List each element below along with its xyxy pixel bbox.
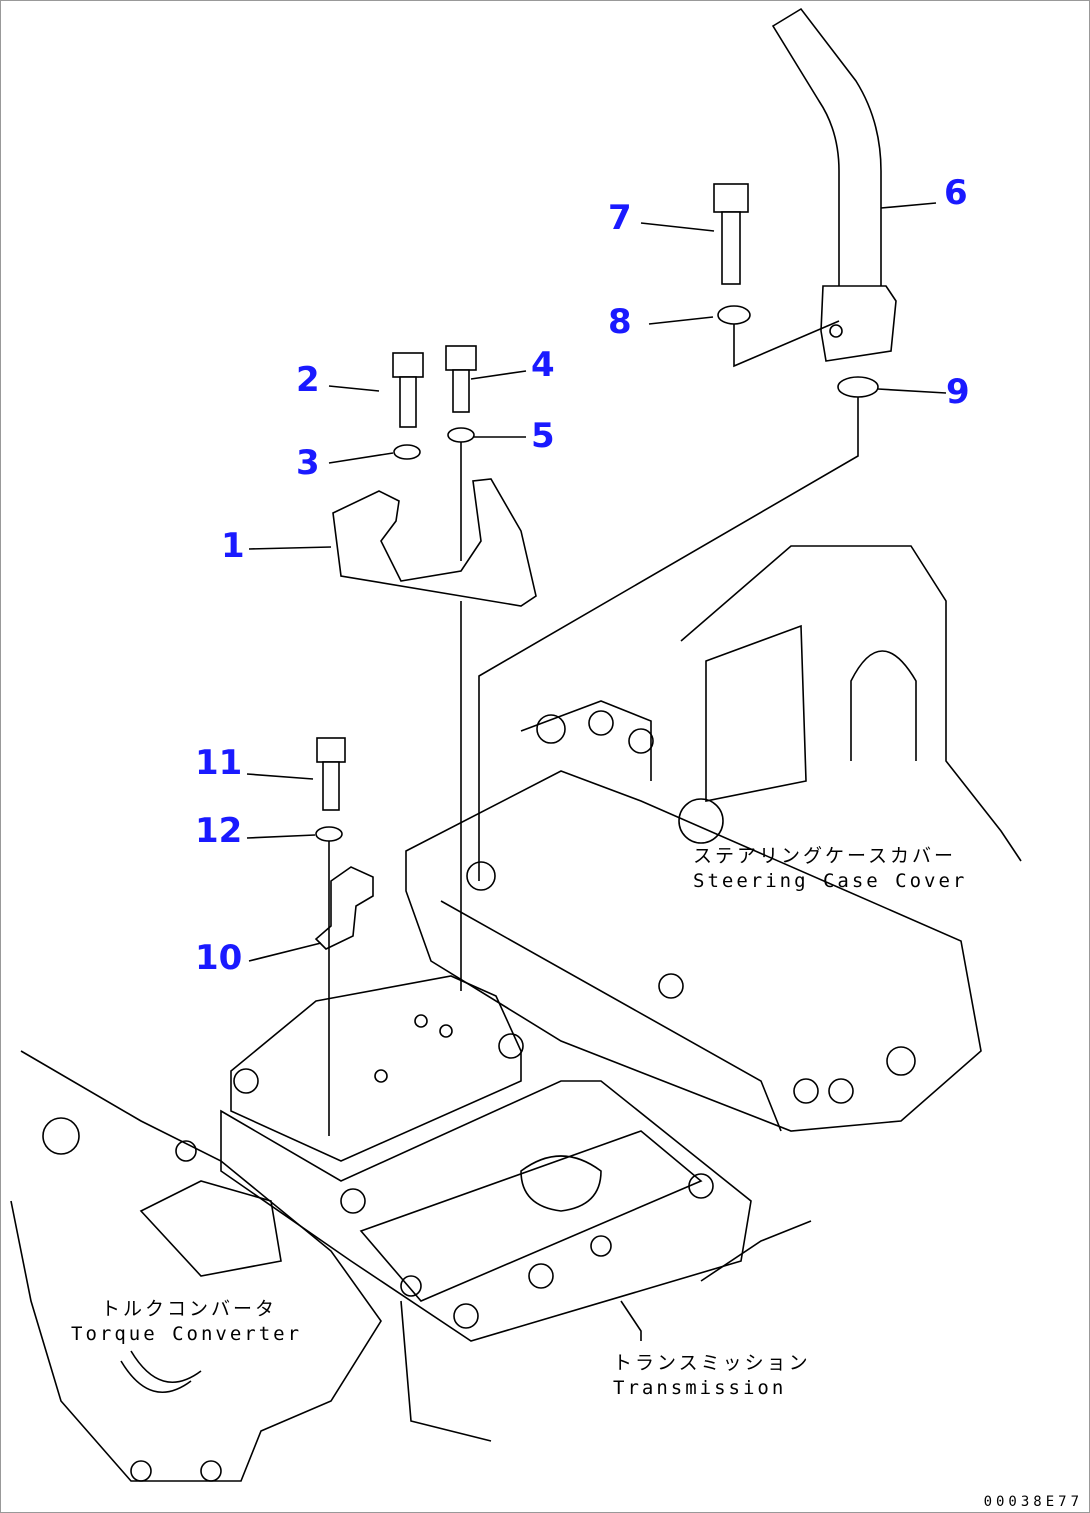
callout-6[interactable]: 6 bbox=[944, 173, 968, 213]
torque-converter-label-en: Torque Converter bbox=[71, 1322, 303, 1345]
callout-8[interactable]: 8 bbox=[608, 302, 632, 342]
torque-converter-label: トルクコンバータ Torque Converter bbox=[71, 1297, 302, 1346]
steering-case-housing bbox=[405, 545, 1022, 1132]
callout-9[interactable]: 9 bbox=[946, 372, 970, 412]
transmission-label-jp: トランスミッション bbox=[613, 1352, 811, 1374]
callout-5[interactable]: 5 bbox=[531, 416, 555, 456]
transmission-label: トランスミッション Transmission bbox=[613, 1351, 811, 1400]
bolt-part-11 bbox=[316, 737, 346, 811]
callout-2[interactable]: 2 bbox=[296, 360, 320, 400]
torque-converter-housing bbox=[10, 1050, 382, 1482]
callout-3[interactable]: 3 bbox=[296, 443, 320, 483]
transmission-label-en: Transmission bbox=[613, 1376, 787, 1399]
washer-part-3 bbox=[393, 444, 421, 460]
torque-converter-label-jp: トルクコンバータ bbox=[101, 1298, 278, 1320]
callout-7[interactable]: 7 bbox=[608, 198, 632, 238]
washer-part-12 bbox=[315, 826, 343, 842]
steering-case-cover-label-en: Steering Case Cover bbox=[693, 869, 968, 892]
washer-part-8 bbox=[717, 305, 751, 325]
bracket-part-1 bbox=[332, 478, 537, 607]
transmission-housing bbox=[220, 975, 812, 1442]
steering-case-cover-label: ステアリングケースカバー Steering Case Cover bbox=[693, 844, 967, 893]
bolt-part-2 bbox=[392, 352, 424, 428]
bolt-part-7 bbox=[713, 183, 749, 285]
o-ring-part-9 bbox=[837, 376, 879, 398]
pipe-part-6 bbox=[771, 7, 897, 362]
bolt-part-4 bbox=[445, 345, 477, 413]
leader-lines bbox=[246, 202, 947, 1136]
callout-10[interactable]: 10 bbox=[195, 938, 243, 978]
callout-4[interactable]: 4 bbox=[531, 345, 555, 385]
callout-11[interactable]: 11 bbox=[195, 743, 243, 783]
steering-case-cover-label-jp: ステアリングケースカバー bbox=[693, 845, 957, 867]
callout-12[interactable]: 12 bbox=[195, 811, 243, 851]
drawing-code: 00038E77 bbox=[983, 1494, 1083, 1510]
washer-part-5 bbox=[447, 427, 475, 443]
callout-1[interactable]: 1 bbox=[221, 526, 245, 566]
clip-part-10 bbox=[314, 866, 374, 950]
